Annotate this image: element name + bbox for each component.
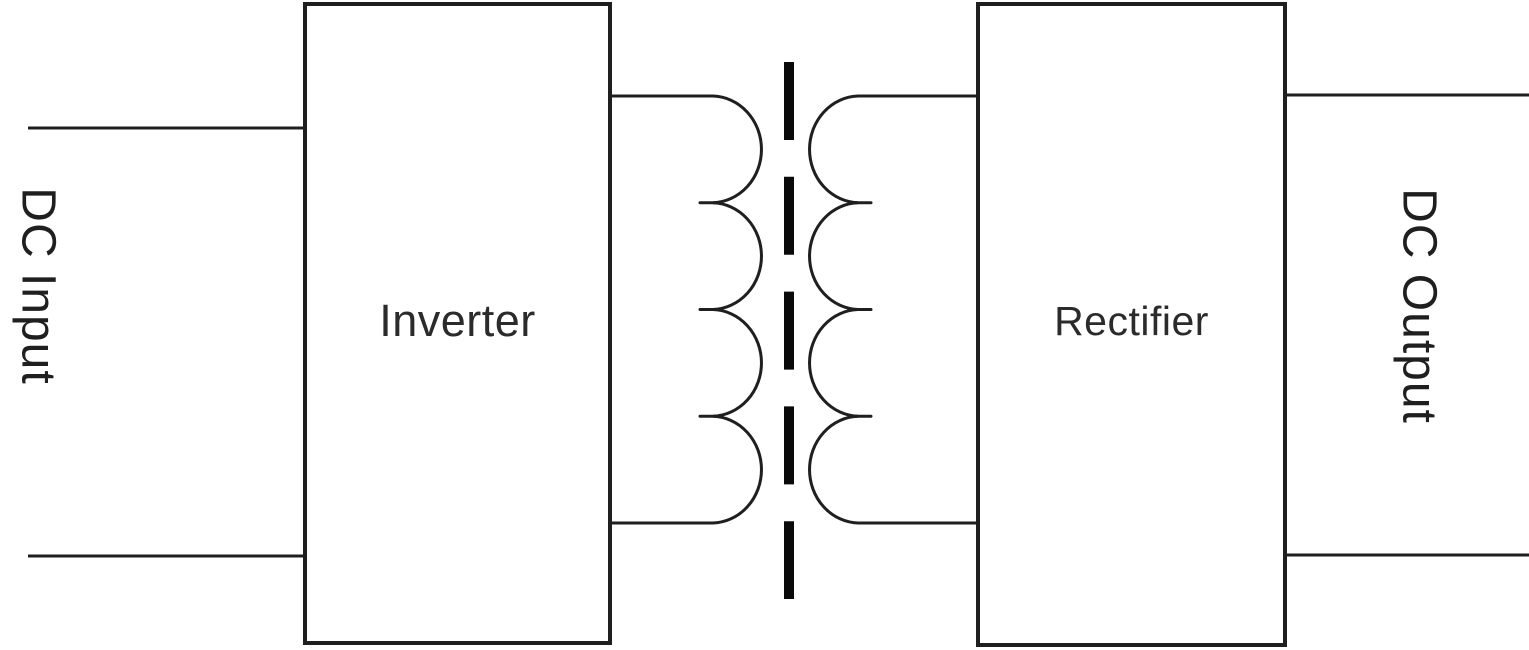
- transformer-secondary-winding: [808, 94, 980, 525]
- dc-input-label: DC Input: [11, 187, 65, 385]
- secondary-cusp-ticks: [853, 201, 873, 418]
- inverter-block: Inverter: [303, 2, 612, 645]
- primary-cusp-ticks: [698, 201, 718, 418]
- transformer-primary-winding: [608, 94, 763, 525]
- inverter-label: Inverter: [379, 294, 536, 346]
- rectifier-block: Rectifier: [976, 2, 1287, 647]
- dc-output-label: DC Output: [1392, 188, 1446, 424]
- rectifier-label: Rectifier: [1054, 298, 1209, 344]
